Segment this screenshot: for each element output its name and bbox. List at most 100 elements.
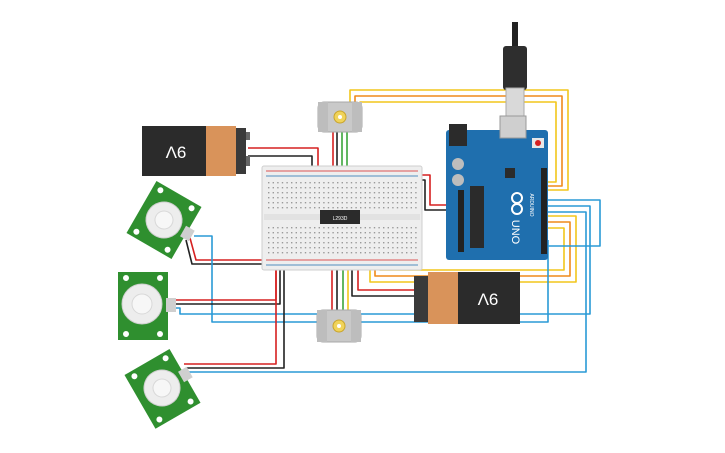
breadboard-hole [314,207,316,209]
arduino-uno-board[interactable]: ARDUINO UNO [446,22,548,260]
breadboard-hole [378,227,380,229]
pir-sensor-3[interactable] [124,346,205,429]
breadboard-hole [323,182,325,184]
wires [168,89,601,373]
breadboard-hole [318,247,320,249]
breadboard-hole [346,202,348,204]
breadboard-hole [286,207,288,209]
breadboard-hole [401,247,403,249]
breadboard-hole [304,242,307,244]
breadboard-hole [323,237,325,239]
breadboard-hole [364,232,366,234]
wire-red-battery-bottom [357,262,420,291]
breadboard-hole [401,237,403,239]
breadboard-hole [392,232,394,234]
breadboard-hole [272,192,274,194]
breadboard-hole [383,237,385,239]
breadboard-hole [396,247,399,249]
breadboard-hole [332,192,334,194]
breadboard-hole [337,202,339,204]
breadboard-hole [415,202,417,204]
breadboard-hole [304,187,307,189]
breadboard-hole [337,237,339,239]
breadboard-hole [291,202,293,204]
breadboard-hole [364,252,366,254]
breadboard-hole [396,192,399,194]
breadboard-hole [401,182,403,184]
wire-red-battery-left [248,147,319,168]
breadboard-hole [341,202,343,204]
breadboard-hole [364,207,366,209]
pir-sensor-2[interactable] [118,272,176,340]
wire-black-battery-bottom [351,262,420,297]
breadboard-hole [295,237,297,239]
motor-driver-chip[interactable]: L293D [320,210,360,224]
breadboard-hole [300,192,302,194]
breadboard-hole [364,202,366,204]
breadboard-hole [314,232,316,234]
breadboard-hole [314,197,316,199]
breadboard-hole [392,202,394,204]
breadboard-hole [415,207,417,209]
pir-sensor-1[interactable] [126,181,206,262]
battery-bottom-label: 9V [477,290,498,309]
breadboard-holes [268,182,417,254]
breadboard-hole [350,237,353,239]
breadboard-hole [323,252,325,254]
breadboard-hole [373,207,376,209]
reset-button[interactable] [535,140,541,146]
breadboard-hole [337,192,339,194]
breadboard-hole [346,237,348,239]
breadboard-hole [410,232,412,234]
breadboard-hole [410,237,412,239]
battery-left[interactable]: 9V [142,126,250,176]
breadboard-hole [346,232,348,234]
breadboard-hole [360,192,362,194]
breadboard-hole [277,192,279,194]
breadboard-hole [369,207,371,209]
breadboard-hole [286,182,288,184]
dc-motor-top[interactable] [317,101,363,133]
breadboard-hole [304,182,307,184]
breadboard-hole [337,207,339,209]
motor-shaft-icon [338,115,342,119]
breadboard-hole [268,247,270,249]
breadboard-hole [286,247,288,249]
breadboard-hole [281,197,284,199]
breadboard-hole [396,207,399,209]
breadboard-hole [327,252,330,254]
dc-motor-bottom[interactable] [316,309,362,343]
breadboard-hole [369,182,371,184]
breadboard-hole [373,237,376,239]
breadboard-hole [277,232,279,234]
breadboard-hole [364,247,366,249]
breadboard-hole [332,232,334,234]
breadboard-hole [406,187,408,189]
breadboard-hole [318,192,320,194]
breadboard-hole [268,242,270,244]
breadboard-hole [378,252,380,254]
wire-yellow-top [349,89,569,191]
breadboard-hole [392,227,394,229]
arduino-model: UNO [509,220,521,245]
breadboard-hole [369,247,371,249]
breadboard-hole [309,197,311,199]
breadboard-hole [286,252,288,254]
breadboard-hole [364,197,366,199]
wire-blue-pir1 [194,235,549,323]
breadboard-hole [304,237,307,239]
breadboard-hole [360,182,362,184]
breadboard-hole [268,227,270,229]
battery-bottom[interactable]: 9V [414,272,520,324]
breadboard-hole [318,207,320,209]
breadboard-hole [286,197,288,199]
breadboard-hole [304,247,307,249]
breadboard-hole [396,187,399,189]
breadboard-hole [378,202,380,204]
breadboard-hole [272,247,274,249]
breadboard-hole [401,197,403,199]
breadboard-hole [318,237,320,239]
breadboard-hole [327,247,330,249]
breadboard-hole [291,182,293,184]
